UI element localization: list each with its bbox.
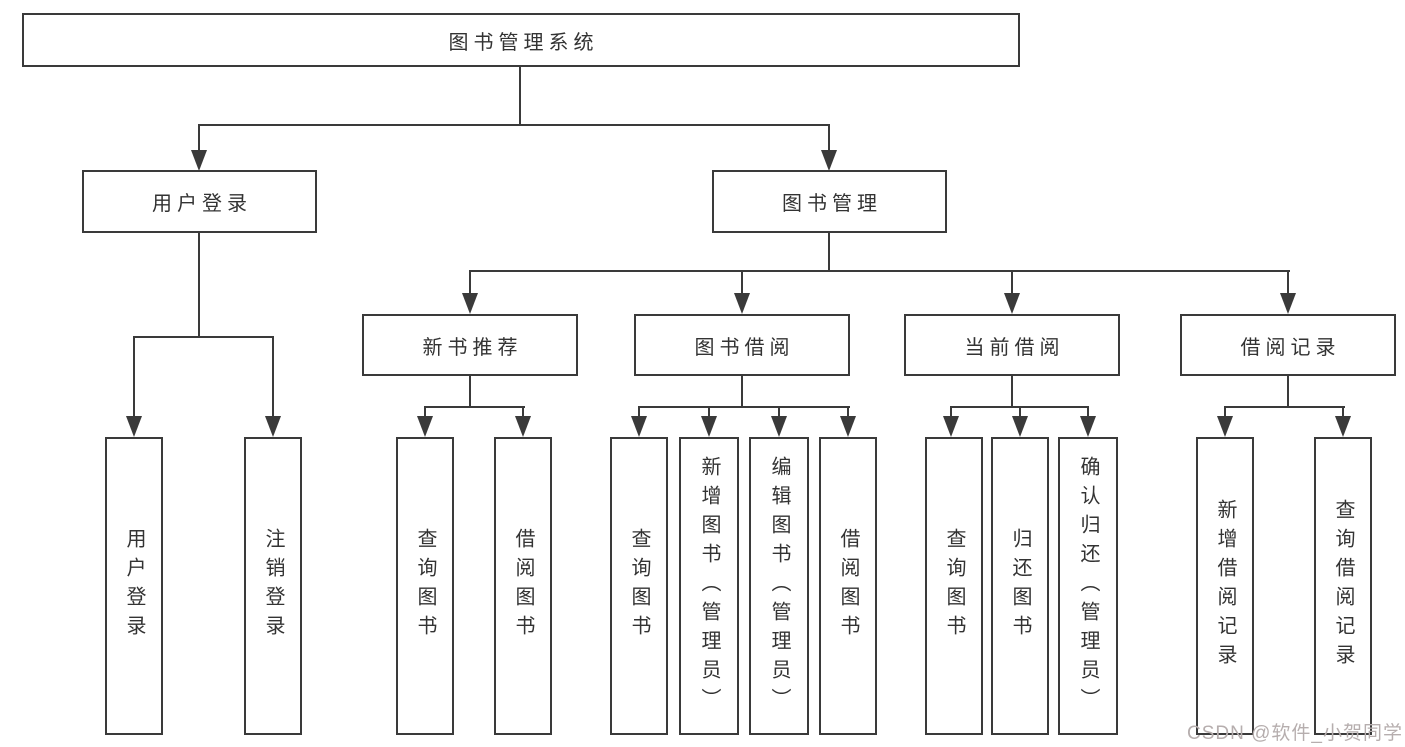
connector-line [522,406,524,418]
arrowhead-down-icon [1012,416,1028,437]
leaf-label: 查询图书 [943,528,965,644]
csdn-watermark: CSDN @软件_小贺同学 [1187,723,1403,744]
leaf-edit-books-admin: 编辑图书（管理员） [749,437,809,735]
connector-line [198,124,200,152]
leaf-query-books: 查询图书 [396,437,454,735]
arrowhead-down-icon [840,416,856,437]
leaf-label: 用户登录 [123,528,145,644]
connector-line [272,336,274,418]
arrowhead-down-icon [771,416,787,437]
leaf-label: 确认归还（管理员） [1077,455,1099,717]
leaf-add-books-admin: 新增图书（管理员） [679,437,739,735]
leaf-borrow-books: 借阅图书 [819,437,877,735]
leaf-label: 新增图书（管理员） [698,455,720,717]
connector-line [828,233,830,271]
leaf-confirm-return-admin: 确认归还（管理员） [1058,437,1118,735]
leaf-label: 借阅图书 [512,528,534,644]
connector-line [638,406,640,418]
arrowhead-down-icon [943,416,959,437]
node-new-book-recommendation: 新书推荐 [362,314,578,376]
connector-line [828,124,830,152]
arrowhead-down-icon [417,416,433,437]
arrowhead-down-icon [701,416,717,437]
node-book-management: 图书管理 [712,170,947,233]
leaf-query-borrow-record: 查询借阅记录 [1314,437,1372,735]
leaf-logout: 注销登录 [244,437,302,735]
leaf-user-login: 用户登录 [105,437,163,735]
node-book-borrowing: 图书借阅 [634,314,850,376]
arrowhead-down-icon [821,150,837,171]
arrowhead-down-icon [126,416,142,437]
leaf-label: 借阅图书 [837,528,859,644]
arrowhead-down-icon [265,416,281,437]
connector-line [778,406,780,418]
arrowhead-down-icon [1004,293,1020,314]
connector-line [519,67,521,124]
connector-line [133,336,135,418]
node-user-login: 用户登录 [82,170,317,233]
connector-line [1011,270,1013,296]
connector-line [847,406,849,418]
connector-line [1019,406,1021,418]
arrowhead-down-icon [734,293,750,314]
connector-line [1224,406,1345,408]
leaf-label: 查询图书 [414,528,436,644]
leaf-label: 注销登录 [262,528,284,644]
connector-line [1224,406,1226,418]
arrowhead-down-icon [1280,293,1296,314]
leaf-label: 查询借阅记录 [1332,499,1354,673]
connector-line [950,406,952,418]
connector-line [469,376,471,407]
connector-line [1342,406,1344,418]
leaf-label: 编辑图书（管理员） [768,455,790,717]
connector-line [424,406,525,408]
arrowhead-down-icon [191,150,207,171]
leaf-label: 新增借阅记录 [1214,499,1236,673]
connector-line [198,233,200,337]
connector-line [469,270,471,296]
arrowhead-down-icon [1335,416,1351,437]
leaf-query-books: 查询图书 [925,437,983,735]
node-borrowing-records: 借阅记录 [1180,314,1396,376]
arrowhead-down-icon [462,293,478,314]
arrowhead-down-icon [631,416,647,437]
connector-line [1011,376,1013,407]
leaf-label: 查询图书 [628,528,650,644]
connector-line [741,376,743,407]
leaf-query-books: 查询图书 [610,437,668,735]
node-current-borrowing: 当前借阅 [904,314,1120,376]
arrowhead-down-icon [515,416,531,437]
connector-line [1287,270,1289,296]
connector-line [469,270,1290,272]
leaf-add-borrow-record: 新增借阅记录 [1196,437,1254,735]
connector-line [1087,406,1089,418]
connector-line [198,124,830,126]
connector-line [638,406,850,408]
leaf-return-books: 归还图书 [991,437,1049,735]
arrowhead-down-icon [1080,416,1096,437]
connector-line [1287,376,1289,407]
leaf-borrow-books: 借阅图书 [494,437,552,735]
node-library-management-system: 图书管理系统 [22,13,1020,67]
connector-line [708,406,710,418]
connector-line [133,336,274,338]
leaf-label: 归还图书 [1009,528,1031,644]
connector-line [741,270,743,296]
arrowhead-down-icon [1217,416,1233,437]
connector-line [424,406,426,418]
